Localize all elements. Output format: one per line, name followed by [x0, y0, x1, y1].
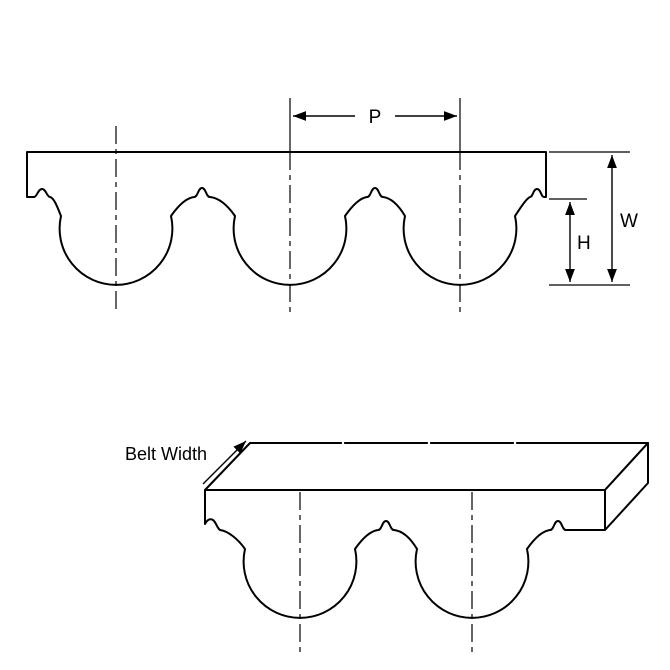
belt-width-label: Belt Width	[125, 444, 207, 464]
belt-3d-end-face	[604, 442, 649, 531]
belt-profile-outline	[26, 151, 547, 286]
belt-3d-front-face	[204, 489, 606, 619]
width-label: W	[620, 211, 638, 232]
pitch-label-mask	[355, 103, 395, 128]
belt-width-arrow	[202, 440, 247, 485]
pitch-label: P	[369, 107, 382, 128]
height-label: H	[577, 233, 591, 254]
belt-3d-top-face	[204, 442, 649, 491]
